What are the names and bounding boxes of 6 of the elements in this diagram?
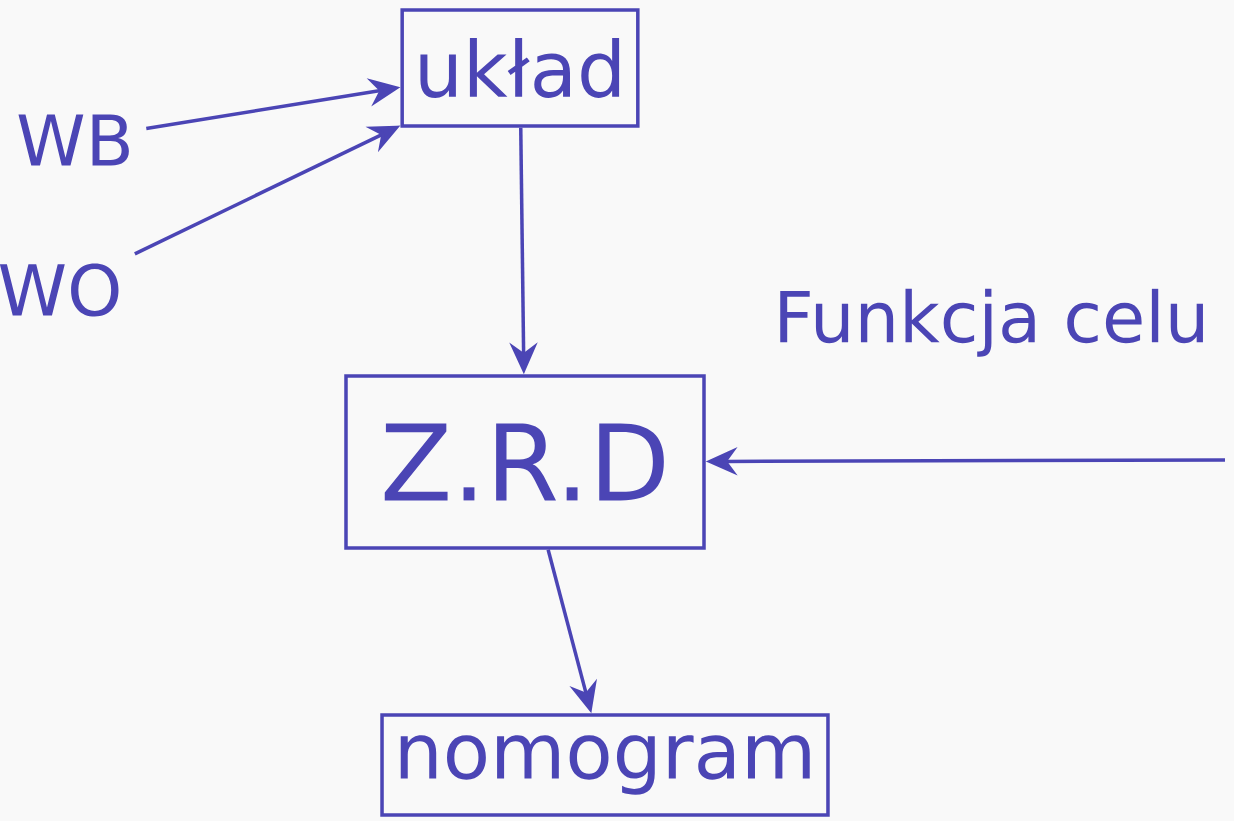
text-label: WB bbox=[18, 114, 129, 166]
process-box: układ bbox=[400, 8, 640, 128]
edge-label: Funkcja celu bbox=[780, 288, 1203, 357]
process-box: Z.R.D bbox=[344, 374, 706, 550]
text-label: WO bbox=[0, 263, 119, 317]
process-box: nomogram bbox=[380, 713, 830, 817]
